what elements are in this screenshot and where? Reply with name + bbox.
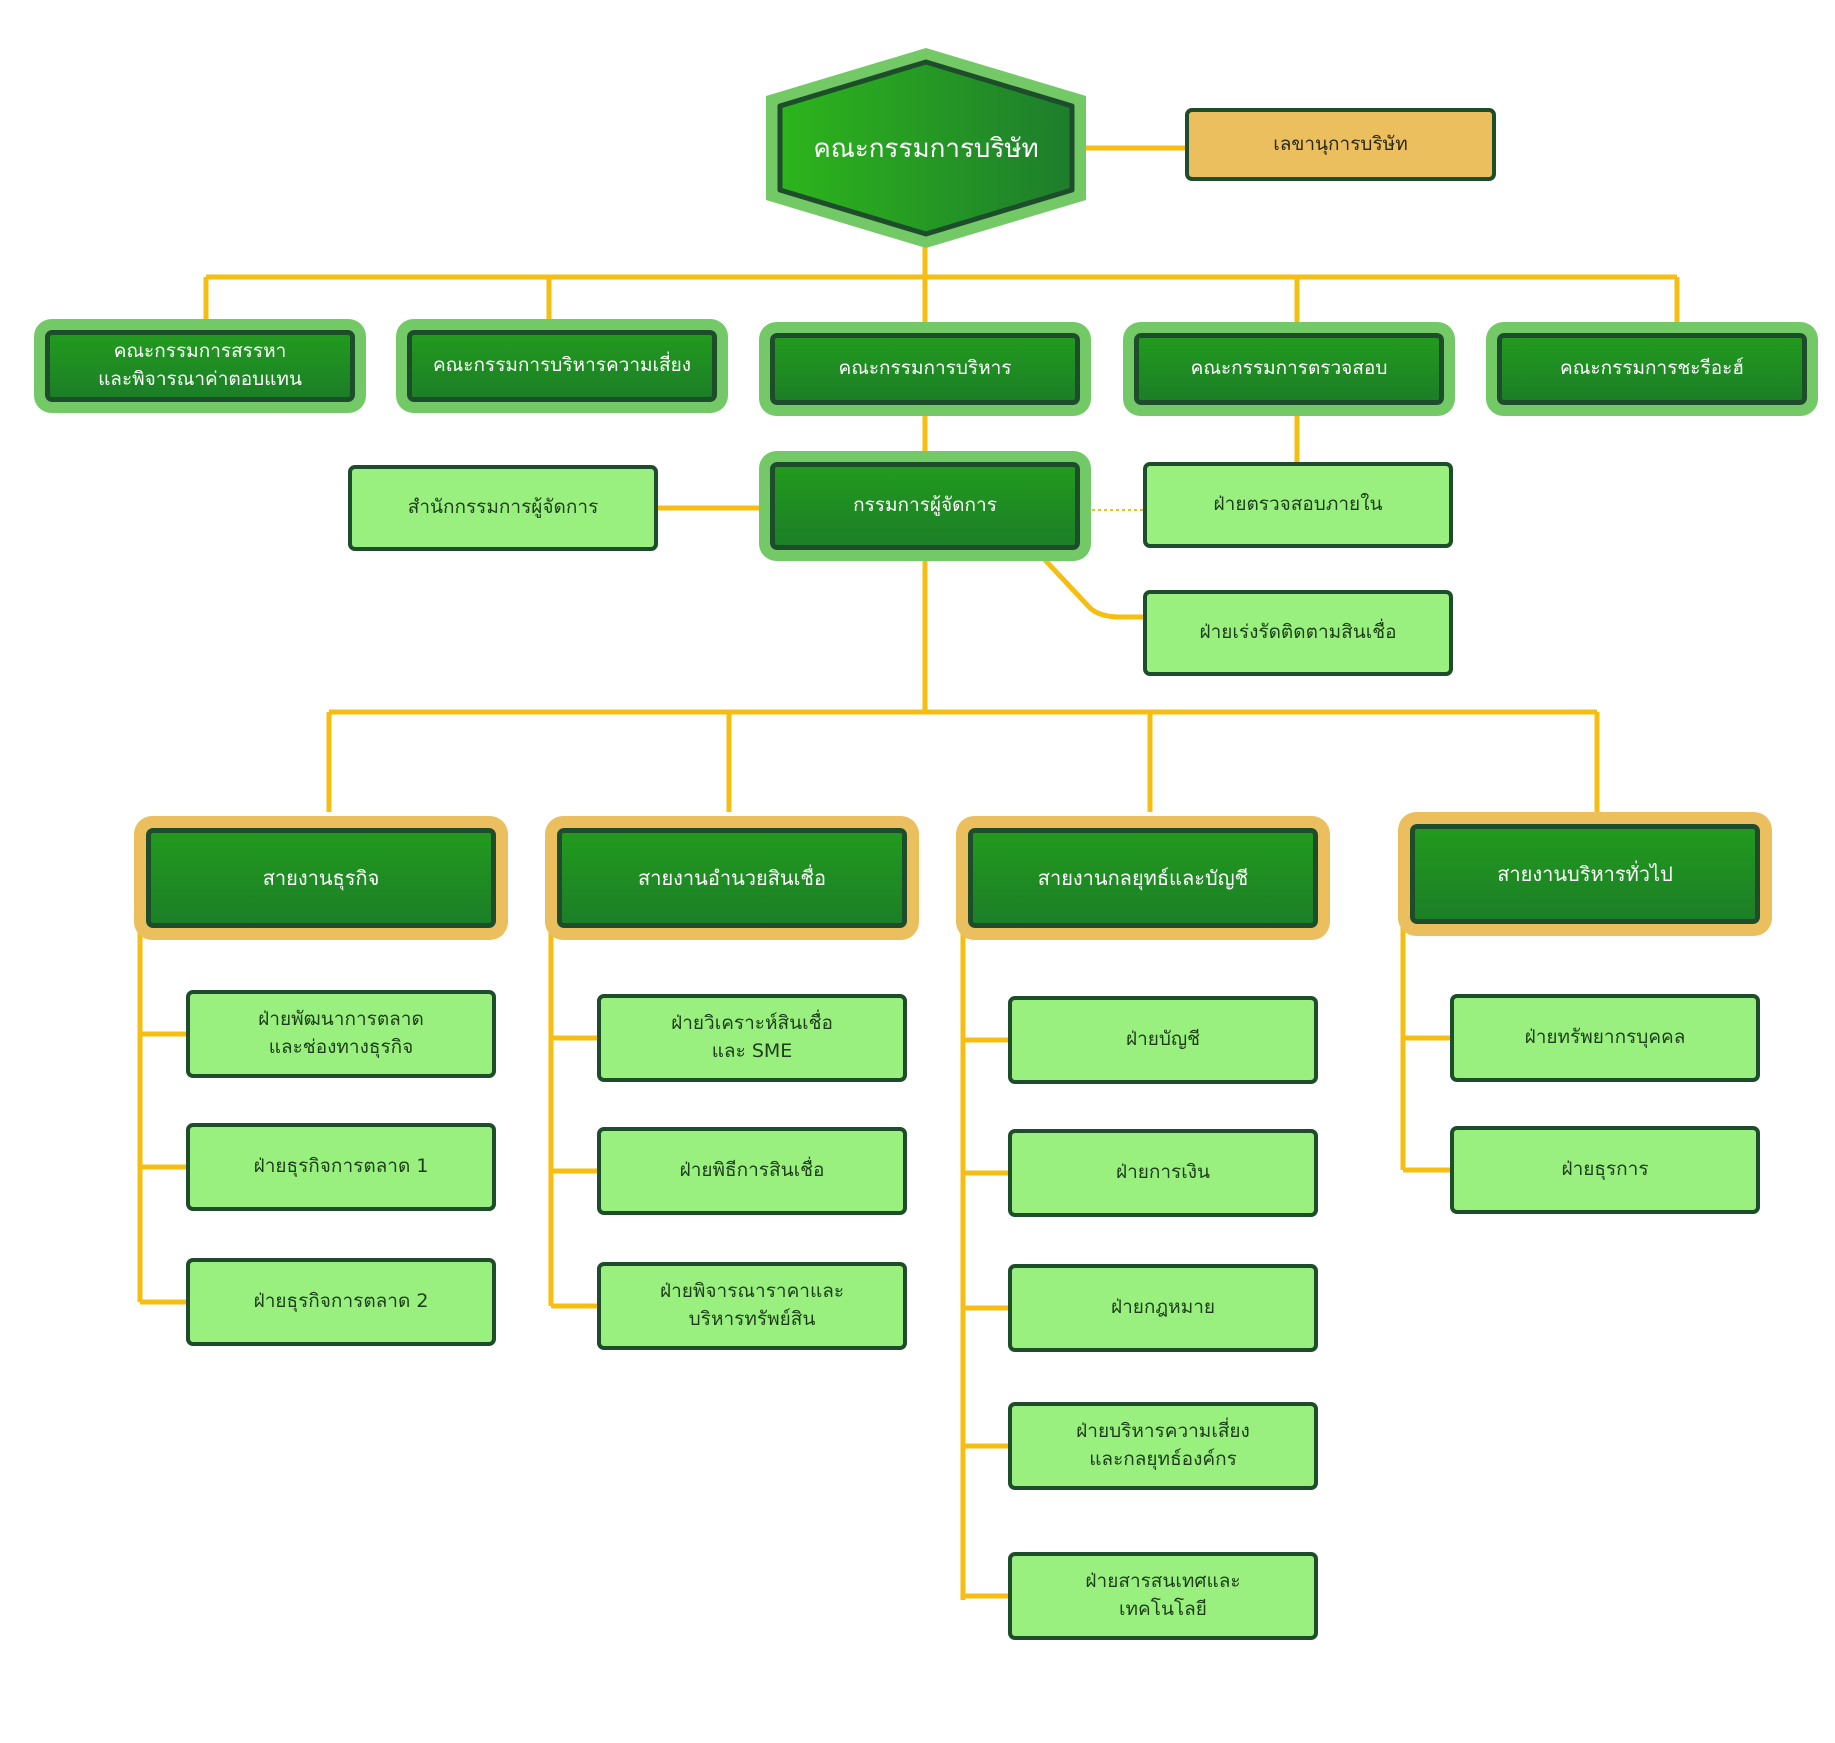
department-label: ฝ่ายบัญชี <box>1125 1028 1201 1051</box>
committee-label: คณะกรรมการชะรีอะฮ์ <box>1560 357 1744 380</box>
division-general-admin[interactable]: สายงานบริหารทั่วไป <box>1410 824 1760 924</box>
department-box[interactable]: ฝ่ายวิเคราะห์สินเชื่อ และ SME <box>597 994 907 1082</box>
committee-label: คณะกรรมการบริหาร <box>838 357 1012 380</box>
committee-audit[interactable]: คณะกรรมการตรวจสอบ <box>1134 333 1444 405</box>
md-office[interactable]: สำนักกรรมการผู้จัดการ <box>348 465 658 551</box>
division-credit[interactable]: สายงานอำนวยสินเชื่อ <box>557 828 907 928</box>
department-box[interactable]: ฝ่ายบริหารความเสี่ยง และกลยุทธ์องค์กร <box>1008 1402 1318 1490</box>
md-office-label: สำนักกรรมการผู้จัดการ <box>407 496 599 519</box>
department-label: ฝ่ายการเงิน <box>1115 1161 1211 1184</box>
department-box[interactable]: ฝ่ายพัฒนาการตลาด และช่องทางธุรกิจ <box>186 990 496 1078</box>
internal-audit-department[interactable]: ฝ่ายตรวจสอบภายใน <box>1143 462 1453 548</box>
hexagon-shape <box>766 48 1086 248</box>
division-label: สายงานกลยุทธ์และบัญชี <box>1037 865 1249 890</box>
department-box[interactable]: ฝ่ายกฎหมาย <box>1008 1264 1318 1352</box>
department-box[interactable]: ฝ่ายธุรการ <box>1450 1126 1760 1214</box>
department-box[interactable]: ฝ่ายธุรกิจการตลาด 1 <box>186 1123 496 1211</box>
committee-nomination[interactable]: คณะกรรมการสรรหา และพิจารณาค่าตอบแทน <box>45 330 355 402</box>
credit-collection-department[interactable]: ฝ่ายเร่งรัดติดตามสินเชื่อ <box>1143 590 1453 676</box>
committee-label: คณะกรรมการบริหารความเสี่ยง <box>432 354 692 377</box>
department-box[interactable]: ฝ่ายพิธีการสินเชื่อ <box>597 1127 907 1215</box>
department-box[interactable]: ฝ่ายทรัพยากรบุคคล <box>1450 994 1760 1082</box>
committee-shariah[interactable]: คณะกรรมการชะรีอะฮ์ <box>1497 333 1807 405</box>
division-label: สายงานธุรกิจ <box>262 865 380 890</box>
department-label: ฝ่ายบริหารความเสี่ยง และกลยุทธ์องค์กร <box>1076 1420 1250 1470</box>
committee-label: คณะกรรมการตรวจสอบ <box>1190 357 1388 380</box>
department-label: ฝ่ายพิธีการสินเชื่อ <box>679 1159 825 1182</box>
department-label: ฝ่ายพิจารณาราคาและ บริหารทรัพย์สิน <box>659 1280 845 1330</box>
department-box[interactable]: ฝ่ายสารสนเทศและ เทคโนโลยี <box>1008 1552 1318 1640</box>
internal-audit-label: ฝ่ายตรวจสอบภายใน <box>1213 493 1383 516</box>
department-label: ฝ่ายวิเคราะห์สินเชื่อ และ SME <box>671 1012 833 1062</box>
department-label: ฝ่ายกฎหมาย <box>1110 1296 1216 1319</box>
department-box[interactable]: ฝ่ายการเงิน <box>1008 1129 1318 1217</box>
division-business[interactable]: สายงานธุรกิจ <box>146 828 496 928</box>
department-label: ฝ่ายธุรกิจการตลาด 1 <box>253 1155 429 1178</box>
department-label: ฝ่ายธุรการ <box>1561 1158 1649 1181</box>
division-strategy-accounting[interactable]: สายงานกลยุทธ์และบัญชี <box>968 828 1318 928</box>
department-label: ฝ่ายสารสนเทศและ เทคโนโลยี <box>1085 1570 1241 1620</box>
company-secretary-label: เลขานุการบริษัท <box>1273 132 1408 155</box>
department-box[interactable]: ฝ่ายบัญชี <box>1008 996 1318 1084</box>
credit-collection-label: ฝ่ายเร่งรัดติดตามสินเชื่อ <box>1199 621 1397 644</box>
department-label: ฝ่ายทรัพยากรบุคคล <box>1524 1026 1686 1049</box>
managing-director[interactable]: กรรมการผู้จัดการ <box>770 462 1080 550</box>
committee-label: คณะกรรมการสรรหา และพิจารณาค่าตอบแทน <box>98 340 302 390</box>
department-label: ฝ่ายพัฒนาการตลาด และช่องทางธุรกิจ <box>258 1008 424 1058</box>
board-label: คณะกรรมการบริษัท <box>813 133 1039 164</box>
department-box[interactable]: ฝ่ายธุรกิจการตลาด 2 <box>186 1258 496 1346</box>
division-label: สายงานอำนวยสินเชื่อ <box>638 865 826 890</box>
managing-director-label: กรรมการผู้จัดการ <box>853 494 997 517</box>
department-label: ฝ่ายธุรกิจการตลาด 2 <box>253 1290 429 1313</box>
committee-executive[interactable]: คณะกรรมการบริหาร <box>770 333 1080 405</box>
company-secretary[interactable]: เลขานุการบริษัท <box>1185 108 1496 181</box>
committee-risk[interactable]: คณะกรรมการบริหารความเสี่ยง <box>407 330 717 402</box>
board-of-directors[interactable]: คณะกรรมการบริษัท <box>762 44 1090 252</box>
division-label: สายงานบริหารทั่วไป <box>1497 861 1673 886</box>
department-box[interactable]: ฝ่ายพิจารณาราคาและ บริหารทรัพย์สิน <box>597 1262 907 1350</box>
